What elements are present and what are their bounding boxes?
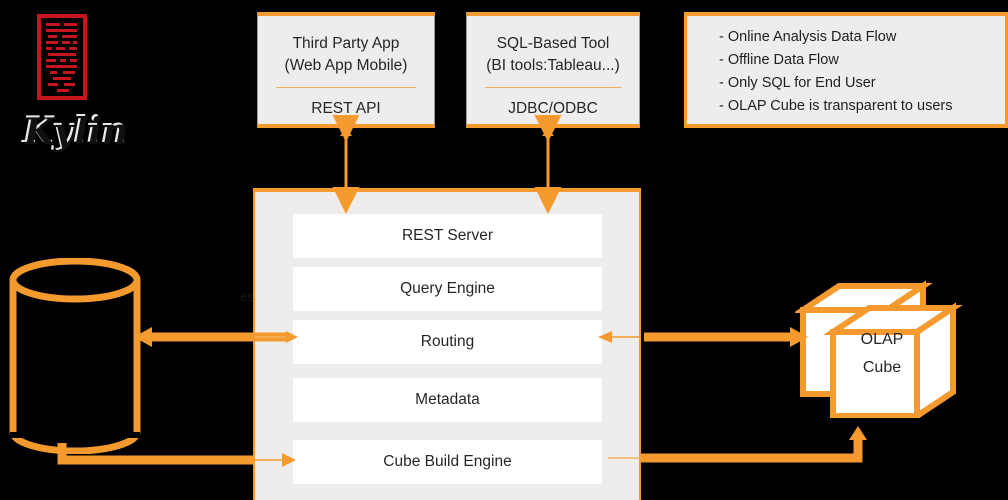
arrow-cube-build-engine-to-olap-cube (608, 426, 867, 463)
third-party-app-card[interactable]: Third Party App (Web App Mobile) REST AP… (257, 12, 435, 128)
svg-text:Kylin: Kylin (21, 109, 126, 151)
legend-line-4: - OLAP Cube is transparent to users (719, 98, 953, 114)
arrow-sql-tool-to-rest-server (534, 115, 562, 214)
datasource-cylinder-icon[interactable] (8, 258, 142, 454)
arrow-routing-to-datasource (134, 327, 298, 347)
kylin-logo: Kylin Kylin (20, 14, 130, 154)
component-metadata[interactable]: Metadata (293, 378, 602, 422)
sql-based-tool-interface: JDBC/ODBC (508, 100, 598, 117)
svg-text:Kylin: Kylin (23, 111, 128, 153)
sql-based-tool-title: SQL-Based Tool (BI tools:Tableau...) (486, 35, 620, 74)
arrow-third-party-to-rest-server (332, 115, 360, 214)
third-party-app-interface: REST API (311, 100, 381, 117)
clipped-source-label: es (240, 289, 254, 304)
olap-cube-label: OLAP Cube (828, 326, 936, 382)
card-divider (276, 87, 416, 88)
component-routing[interactable]: Routing (293, 320, 602, 364)
olap-cube-label-line1: OLAP (860, 331, 904, 348)
legend-line-1: - Online Analysis Data Flow (719, 29, 897, 45)
legend-line-3: - Only SQL for End User (719, 75, 876, 91)
arrow-routing-to-olap-cube (598, 327, 808, 347)
kylin-seal-icon (37, 14, 87, 100)
component-rest-server[interactable]: REST Server (293, 214, 602, 258)
kylin-engine-container: REST Server Query Engine Routing Metadat… (253, 188, 641, 500)
kylin-wordmark: Kylin Kylin (21, 109, 128, 153)
arrow-datasource-to-cube-build-engine (57, 443, 296, 467)
component-query-engine[interactable]: Query Engine (293, 267, 602, 311)
third-party-app-title: Third Party App (Web App Mobile) (284, 35, 408, 74)
olap-cube-label-line2: Cube (862, 359, 902, 376)
sql-based-tool-card[interactable]: SQL-Based Tool (BI tools:Tableau...) JDB… (466, 12, 640, 128)
legend-box: - Online Analysis Data Flow - Offline Da… (684, 12, 1008, 128)
olap-cube-icon[interactable] (795, 278, 963, 418)
component-cube-build-engine[interactable]: Cube Build Engine (293, 440, 602, 484)
card-divider (485, 87, 621, 88)
legend-line-2: - Offline Data Flow (719, 52, 839, 68)
